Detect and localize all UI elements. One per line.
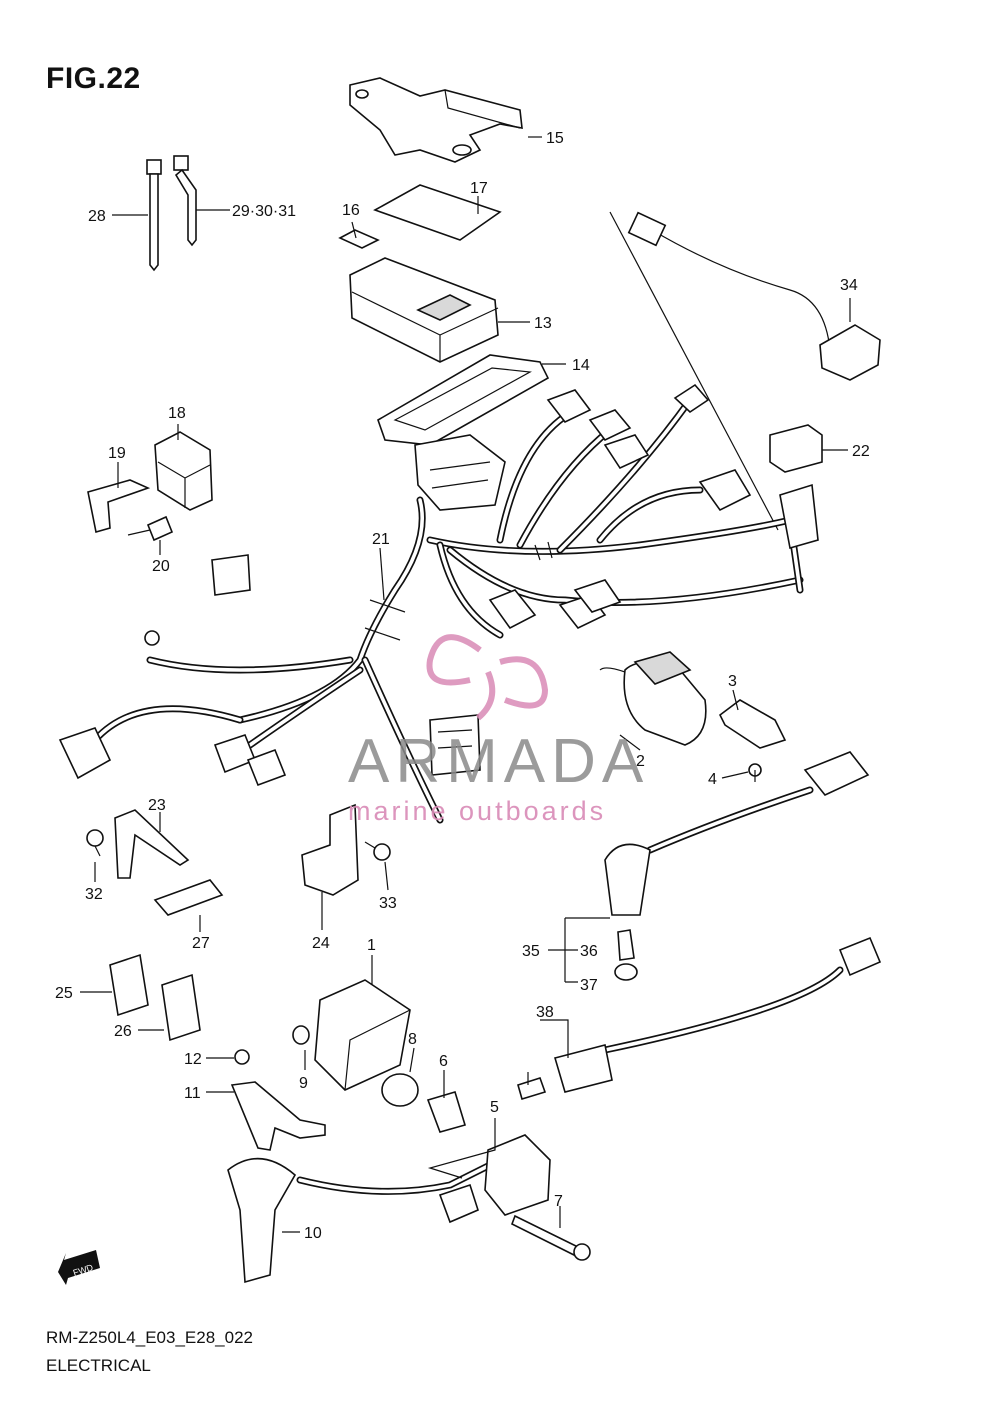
callout-13: 13 [534, 315, 552, 332]
callout-28: 28 [88, 208, 106, 225]
callout-37: 38 [536, 1004, 554, 1021]
part-4-bolt [748, 763, 762, 782]
callout-5: 5 [490, 1099, 499, 1116]
fwd-arrow-icon: FWD [58, 1250, 100, 1285]
part-18-relay [154, 431, 213, 511]
callout-11: 11 [184, 1085, 201, 1102]
part-6-collar [426, 1091, 467, 1133]
part-7-bolt [510, 1214, 591, 1261]
part-17-pad [373, 184, 502, 241]
part-22-cap [769, 424, 823, 473]
callout-10: 10 [304, 1225, 322, 1242]
callout-7: 7 [554, 1193, 563, 1210]
callout-16: 16 [342, 202, 360, 219]
part-34-spark-plug-cap [604, 751, 870, 916]
part-38-fuse [517, 1077, 547, 1101]
callout-3: 3 [728, 673, 737, 690]
callout-12: 12 [184, 1051, 202, 1068]
callout-34: 35 [522, 943, 540, 960]
callout-15: 15 [546, 130, 564, 147]
part-2-capacitor [599, 651, 707, 746]
callout-24: 24 [312, 935, 330, 952]
callout-6: 6 [439, 1053, 448, 1070]
part-15-bracket [349, 77, 523, 163]
part-1-regulator-rectifier [314, 979, 411, 1091]
part-25-relay [109, 953, 149, 1017]
part-37-fuse-holder [553, 936, 882, 1093]
callout-19: 19 [108, 445, 126, 462]
part-36-cap [614, 963, 638, 981]
part-11-bracket [230, 1081, 326, 1151]
callout-1: 1 [367, 937, 376, 954]
callout-27: 27 [192, 935, 210, 952]
watermark-tagline: marine outboards [348, 796, 607, 826]
part-32-bolt [86, 829, 104, 857]
part-21-wiring-harness [58, 383, 819, 824]
part-13-ecm-unit [349, 257, 499, 363]
figure-title: FIG.22 [46, 62, 141, 95]
watermark-name: ARMADA [348, 727, 650, 796]
part-5-switch [438, 1134, 551, 1224]
part-16-pad [338, 229, 380, 249]
callout-26: 26 [114, 1023, 132, 1040]
callout-9: 9 [299, 1075, 308, 1092]
callout-32-right: 33 [379, 895, 397, 912]
callout-numbers: 15 17 16 13 14 28 29·30·31 18 19 20 34 2… [55, 130, 870, 1242]
part-27-pad [153, 879, 224, 916]
part-10-ignition-coil [227, 1156, 504, 1284]
callout-29-30-31: 29·30·31 [232, 203, 296, 220]
callout-20: 20 [152, 558, 170, 575]
part-26-relay [161, 973, 201, 1042]
part-9-nut [292, 1025, 310, 1045]
callout-18: 18 [168, 405, 186, 422]
part-12-bolt [234, 1049, 250, 1065]
callout-14: 14 [572, 357, 590, 374]
callout-17: 17 [470, 180, 488, 197]
callout-36: 37 [580, 977, 598, 994]
callout-2: 2 [636, 753, 645, 770]
part-3-bracket [718, 699, 787, 749]
part-32-bolt-right [364, 841, 391, 861]
callout-4: 4 [708, 771, 717, 788]
section-name: ELECTRICAL [46, 1356, 151, 1375]
part-23-bracket [114, 809, 190, 879]
callout-8: 8 [408, 1031, 417, 1048]
part-14-strap [377, 354, 550, 446]
part-19-clip [87, 479, 151, 534]
part-33-sensor [627, 211, 881, 381]
part-29-30-31-cable-tie [173, 155, 197, 247]
leader-lines [80, 136, 851, 1233]
callout-32-left: 32 [85, 886, 103, 903]
callout-33: 34 [840, 277, 858, 294]
callout-22: 22 [852, 443, 870, 460]
callout-35: 36 [580, 943, 598, 960]
part-24-bracket [301, 803, 359, 896]
callout-21: 21 [372, 531, 390, 548]
callout-23: 23 [148, 797, 166, 814]
callout-25: 25 [55, 985, 73, 1002]
part-8-grommet [381, 1073, 419, 1107]
part-35-insert [617, 929, 635, 961]
part-20-bolt [127, 515, 174, 542]
model-code: RM-Z250L4_E03_E28_022 [46, 1328, 253, 1347]
watermark-logo-icon [426, 634, 549, 721]
part-28-cable-tie [146, 159, 162, 272]
